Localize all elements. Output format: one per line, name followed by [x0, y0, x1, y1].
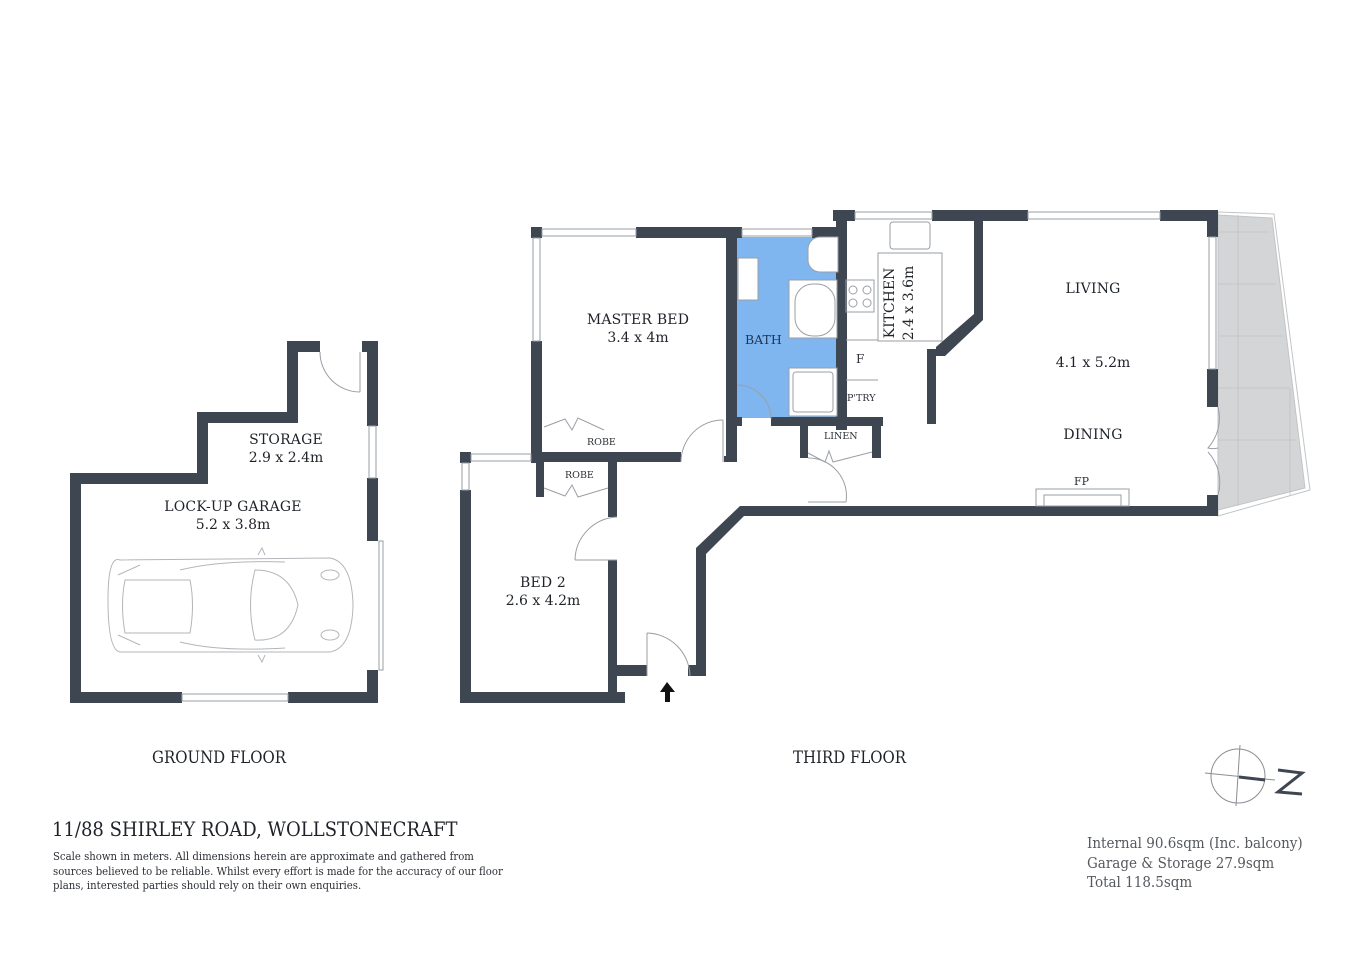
room-lock-up-garage: LOCK-UP GARAGE 5.2 x 3.8m: [143, 499, 323, 534]
property-address: 11/88 SHIRLEY ROAD, WOLLSTONECRAFT: [52, 817, 458, 841]
total-area: Total 118.5sqm: [1087, 873, 1193, 891]
room-bed-2: BED 2 2.6 x 4.2m: [483, 575, 603, 610]
room-dimensions: 2.9 x 2.4m: [248, 449, 324, 466]
area-summary: Internal 90.6sqm (Inc. balcony) Garage &…: [1087, 834, 1303, 893]
fridge-label: F: [856, 352, 865, 366]
robe-master-label: ROBE: [587, 437, 616, 448]
room-name: KITCHEN: [882, 267, 898, 339]
room-kitchen: KITCHEN 2.4 x 3.6m: [881, 266, 919, 341]
room-dining: DINING: [1033, 427, 1153, 445]
linen-label: LINEN: [824, 431, 858, 442]
internal-area: Internal 90.6sqm (Inc. balcony): [1087, 834, 1303, 852]
third-floor-walls: [460, 210, 1218, 703]
robe-bed2-label: ROBE: [565, 470, 594, 481]
third-floor-label: THIRD FLOOR: [793, 748, 907, 768]
ground-floor-plan: [70, 341, 378, 703]
room-storage: STORAGE 2.9 x 2.4m: [226, 432, 346, 467]
room-living: LIVING: [1033, 281, 1153, 299]
room-dimensions: 3.4 x 4m: [607, 329, 669, 346]
car-icon: [107, 546, 354, 664]
fireplace-label: FP: [1074, 475, 1090, 488]
room-name: LOCK-UP GARAGE: [164, 499, 302, 515]
room-master-bed: MASTER BED 3.4 x 4m: [578, 312, 698, 347]
room-bath: BATH: [745, 332, 782, 347]
room-name: DINING: [1063, 427, 1123, 443]
compass-icon: [1204, 744, 1306, 807]
room-name: STORAGE: [249, 432, 323, 448]
room-name: BED 2: [519, 575, 567, 591]
third-floor-openings: [461, 211, 1221, 677]
ground-floor-openings: [181, 351, 384, 702]
room-dimensions: 2.4 x 3.6m: [901, 265, 917, 341]
room-dimensions: 4.1 x 5.2m: [1055, 355, 1131, 371]
ground-floor-label: GROUND FLOOR: [152, 748, 287, 768]
garage-storage-area: Garage & Storage 27.9sqm: [1087, 853, 1275, 872]
room-dimensions: 5.2 x 3.8m: [195, 516, 271, 533]
pantry-label: P'TRY: [847, 393, 876, 404]
balcony: [1217, 211, 1311, 517]
entrance-arrow-icon: [660, 682, 675, 702]
room-dimensions: 2.6 x 4.2m: [505, 592, 581, 609]
room-living-dimensions: 4.1 x 5.2m: [1033, 355, 1153, 373]
room-name: MASTER BED: [586, 312, 690, 328]
room-name: LIVING: [1065, 281, 1121, 297]
disclaimer-text: Scale shown in meters. All dimensions he…: [53, 850, 503, 892]
